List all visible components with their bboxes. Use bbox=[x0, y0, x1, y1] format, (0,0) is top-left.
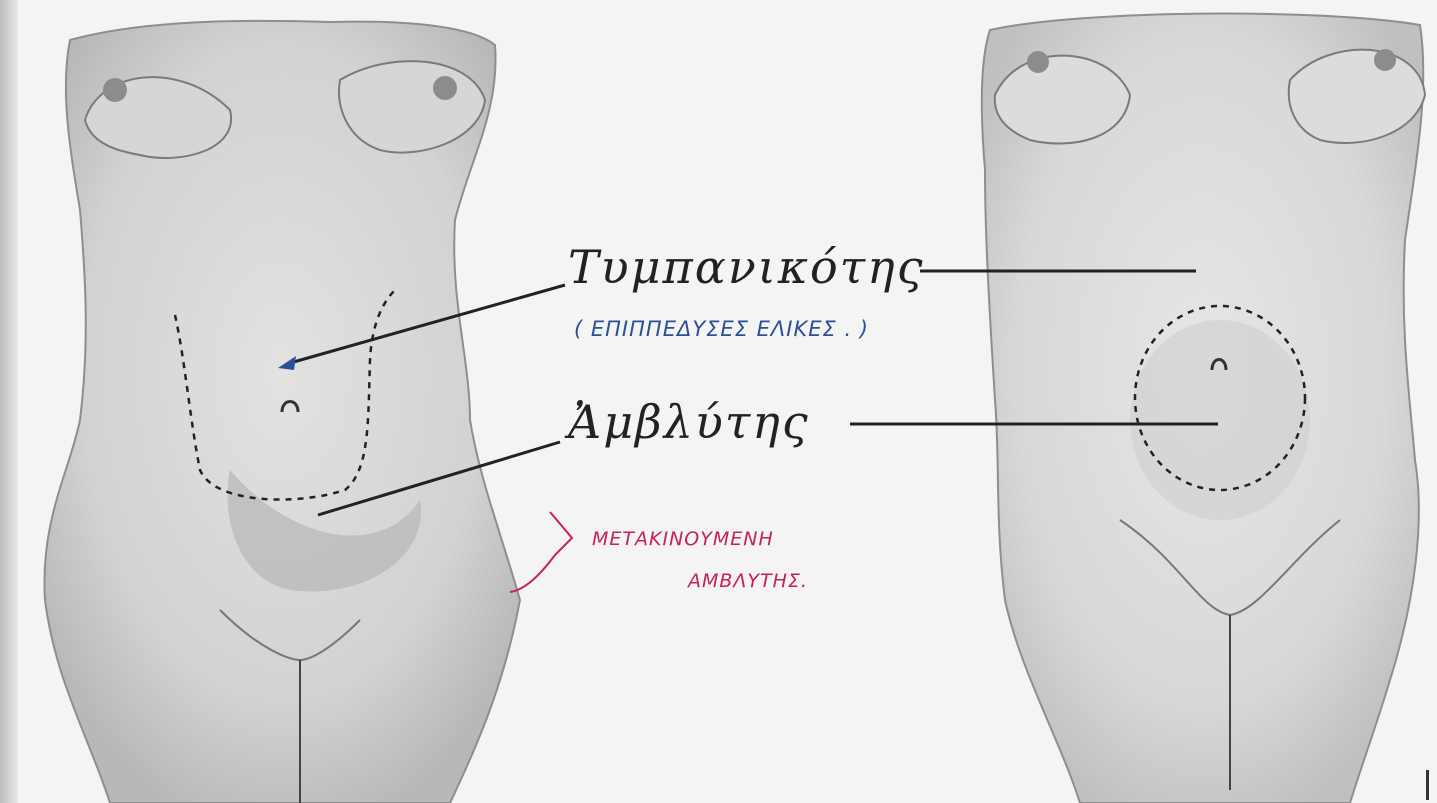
handwritten-red-note: ΜΕΤΑΚΙΝΟΥΜΕΝΗ ΑΜΒΛΥΤΗΣ. bbox=[592, 518, 808, 602]
red-note-line-1: ΜΕΤΑΚΙΝΟΥΜΕΝΗ bbox=[592, 518, 808, 560]
left-nipple-left bbox=[103, 78, 127, 102]
red-note-pointer bbox=[510, 512, 572, 592]
right-torso bbox=[982, 14, 1425, 803]
right-nipple-left bbox=[1027, 51, 1049, 73]
right-distended-belly-shade bbox=[1130, 320, 1310, 520]
dullness-label: Ἀμβλύτης bbox=[568, 395, 810, 449]
handwritten-blue-note: ( ΕΠΙΠΠΕΔΥΣΕΣ ΕΛΙΚΕΣ . ) bbox=[574, 317, 869, 341]
red-note-line-2: ΑΜΒΛΥΤΗΣ. bbox=[592, 560, 808, 602]
right-nipple-right bbox=[1374, 49, 1396, 71]
tympany-label: Τυμπανικότης bbox=[568, 240, 924, 294]
left-nipple-right bbox=[433, 76, 457, 100]
left-torso bbox=[44, 21, 520, 803]
page-corner-mark bbox=[1426, 770, 1429, 800]
